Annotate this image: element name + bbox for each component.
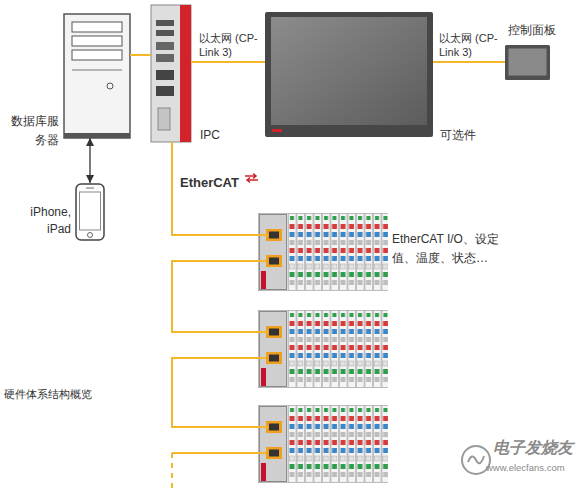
ipc-unit bbox=[156, 20, 174, 26]
io-module bbox=[258, 405, 388, 483]
server-tower bbox=[107, 83, 113, 89]
watermark-text: 电子发烧友 bbox=[493, 438, 581, 457]
watermark-logo bbox=[462, 446, 490, 474]
device-label: 可选件 bbox=[440, 128, 500, 143]
server-tower bbox=[72, 36, 122, 46]
connector bbox=[130, 54, 151, 56]
iphone-icon bbox=[88, 233, 93, 238]
connector-label: 以太网 (CP-Link 3) bbox=[439, 31, 501, 59]
ethercat-logo-mark bbox=[245, 174, 258, 183]
ipc-unit bbox=[156, 30, 174, 36]
server-tower bbox=[64, 14, 130, 138]
server-tower bbox=[72, 70, 122, 71]
ipc-unit bbox=[156, 70, 174, 80]
io-module bbox=[258, 310, 388, 388]
connector bbox=[172, 142, 258, 235]
ipc-unit bbox=[151, 5, 191, 142]
ipc-unit bbox=[156, 42, 174, 50]
device-node: 可选件 bbox=[265, 12, 433, 137]
io-module bbox=[258, 213, 388, 291]
server-tower bbox=[64, 14, 130, 138]
ethercat-wire bbox=[258, 234, 268, 236]
device-label: IPC bbox=[200, 128, 240, 143]
server-tower bbox=[64, 133, 130, 138]
device-node: 数据库服务器 bbox=[64, 14, 130, 138]
iphone-icon bbox=[80, 192, 101, 230]
watermark-logo bbox=[468, 456, 484, 463]
server-tower bbox=[72, 22, 122, 32]
device-node: iPhone, iPad bbox=[75, 183, 105, 241]
control-panel bbox=[509, 49, 547, 76]
panel-display bbox=[272, 129, 282, 132]
device-node: 控制面板 bbox=[505, 45, 550, 80]
device-node: EtherCAT I/O、设定值、温度、状态… bbox=[258, 213, 388, 291]
device-label: 控制面板 bbox=[508, 23, 568, 38]
ethercat-wire bbox=[172, 358, 268, 427]
panel-display bbox=[265, 12, 433, 137]
watermark-text: www.elecfans.com bbox=[486, 462, 582, 475]
connector-label: 以太网 (CP-Link 3) bbox=[199, 31, 261, 59]
watermark-logo bbox=[462, 446, 490, 474]
device-label: iPhone, iPad bbox=[23, 204, 71, 238]
connector bbox=[89, 138, 90, 183]
iphone-icon bbox=[86, 188, 94, 189]
ethercat-logo-mark bbox=[247, 178, 258, 183]
ipc-unit bbox=[158, 108, 170, 130]
ipc-unit bbox=[151, 5, 191, 142]
figure-caption: 硬件体系结构概览 bbox=[4, 387, 114, 401]
connector-label: EtherCAT bbox=[180, 175, 244, 191]
control-panel bbox=[505, 45, 550, 80]
iphone-icon bbox=[76, 184, 104, 240]
panel-display bbox=[265, 12, 433, 137]
device-label: EtherCAT I/O、设定值、温度、状态… bbox=[392, 230, 504, 268]
ethercat-wire bbox=[172, 235, 268, 489]
control-panel bbox=[505, 45, 550, 80]
ipc-unit bbox=[156, 86, 174, 96]
connector bbox=[191, 61, 265, 63]
ethercat-wire bbox=[171, 453, 173, 489]
iphone-icon bbox=[76, 184, 104, 240]
connector bbox=[433, 61, 505, 63]
ipc-unit bbox=[180, 5, 191, 142]
ethercat-wire bbox=[172, 261, 268, 332]
ethercat-wire bbox=[172, 452, 266, 454]
ipc-unit bbox=[156, 54, 174, 62]
ethercat-logo-mark bbox=[245, 174, 256, 179]
device-node: IPC bbox=[151, 5, 191, 142]
device-label: 数据库服务器 bbox=[5, 112, 59, 150]
server-tower bbox=[72, 50, 122, 60]
panel-display bbox=[271, 17, 427, 125]
